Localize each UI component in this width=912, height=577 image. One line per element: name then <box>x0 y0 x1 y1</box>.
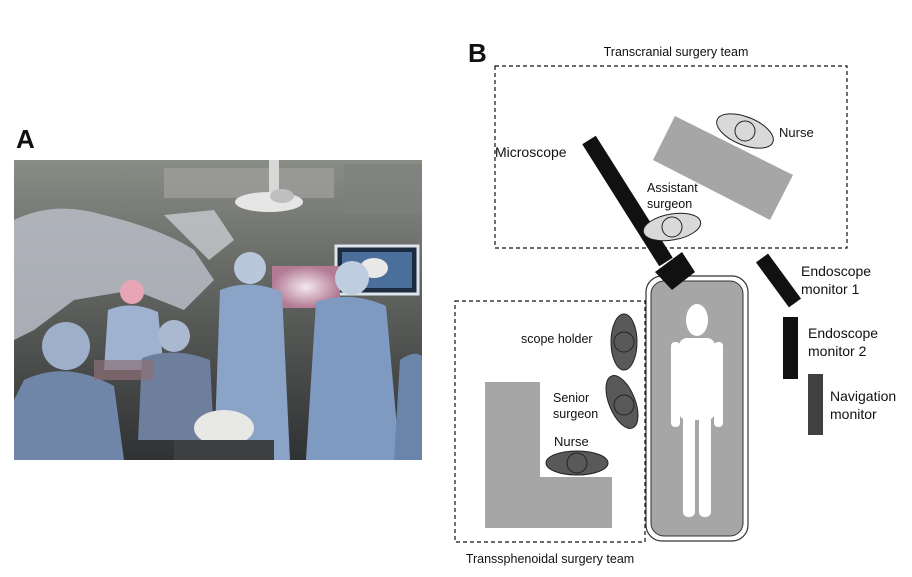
nurse-bottom-label: Nurse <box>554 434 589 449</box>
panel-b-label: B <box>468 38 487 68</box>
transsphenoidal-team-box <box>454 300 646 543</box>
nurse-gown <box>14 371 124 460</box>
navigation-label-line2: monitor <box>830 406 877 422</box>
endoscope1-label-line1: Endoscope <box>801 263 871 279</box>
microscope-arm <box>582 135 673 267</box>
transsphenoidal-team-label: Transsphenoidal surgery team <box>466 552 634 566</box>
endoscope-monitor-2 <box>783 317 798 379</box>
surgeon-cap <box>158 320 190 352</box>
instrument-table <box>94 360 154 380</box>
endoscope-monitor-1 <box>755 253 802 308</box>
nurse-top <box>716 113 774 149</box>
assistant-surgeon-head <box>661 216 683 238</box>
navigation-label-line1: Navigation <box>830 388 896 404</box>
transcranial-team-label: Transcranial surgery team <box>604 45 749 59</box>
panel-a-label: A <box>16 124 35 154</box>
scope-holder-head <box>613 331 635 353</box>
light-arm <box>269 160 279 200</box>
instrument-table-l-shaped <box>485 382 612 528</box>
surgeon-gown <box>104 305 164 370</box>
surgeon-cap <box>120 280 144 304</box>
endoscope2-label-line1: Endoscope <box>808 325 878 341</box>
ceiling-panel <box>344 164 422 214</box>
surgeon-cap <box>335 261 369 295</box>
ceiling-panel <box>164 168 334 198</box>
senior-surgeon <box>605 375 639 429</box>
senior-label-line2: surgeon <box>553 407 598 421</box>
endoscope2-label-line2: monitor 2 <box>808 343 867 359</box>
navigation-monitor <box>808 374 823 435</box>
surgeon-gown <box>138 352 214 440</box>
surgeon-gown <box>394 353 422 460</box>
patient-right-leg <box>699 415 711 517</box>
senior-label-line1: Senior <box>553 391 589 405</box>
assistant-surgeon <box>642 212 702 242</box>
senior-surgeon-head <box>613 394 635 416</box>
drape-bundle <box>194 410 254 446</box>
nurse-top-label: Nurse <box>779 125 814 140</box>
patient-head <box>686 304 708 336</box>
assistant-label-line2: surgeon <box>647 197 692 211</box>
surgical-light <box>270 189 294 203</box>
operating-room-photo <box>14 160 422 460</box>
scope-holder <box>610 313 638 371</box>
instrument-table-top <box>653 116 793 220</box>
microscope-head <box>164 210 234 260</box>
microscope-label: Microscope <box>495 144 567 160</box>
patient-silhouette <box>671 304 723 517</box>
draped-microscope <box>14 208 214 340</box>
nurse-top-head <box>734 120 756 142</box>
transcranial-team-box <box>494 65 848 249</box>
scope-holder-label: scope holder <box>521 332 593 346</box>
endoscope1-label-line2: monitor 1 <box>801 281 860 297</box>
patient-left-leg <box>683 415 695 517</box>
patient-left-arm <box>671 342 680 427</box>
nurse-bottom-head <box>566 452 588 474</box>
nurse-bottom <box>545 450 609 476</box>
assistant-label-line1: Assistant <box>647 181 698 195</box>
patient-torso <box>679 338 715 420</box>
surgeon-gown <box>306 296 400 460</box>
patient-right-arm <box>714 342 723 427</box>
surgeon-cap <box>234 252 266 284</box>
floor-equipment <box>174 440 274 460</box>
nurse-cap <box>42 322 90 370</box>
microscope-head <box>655 252 695 290</box>
